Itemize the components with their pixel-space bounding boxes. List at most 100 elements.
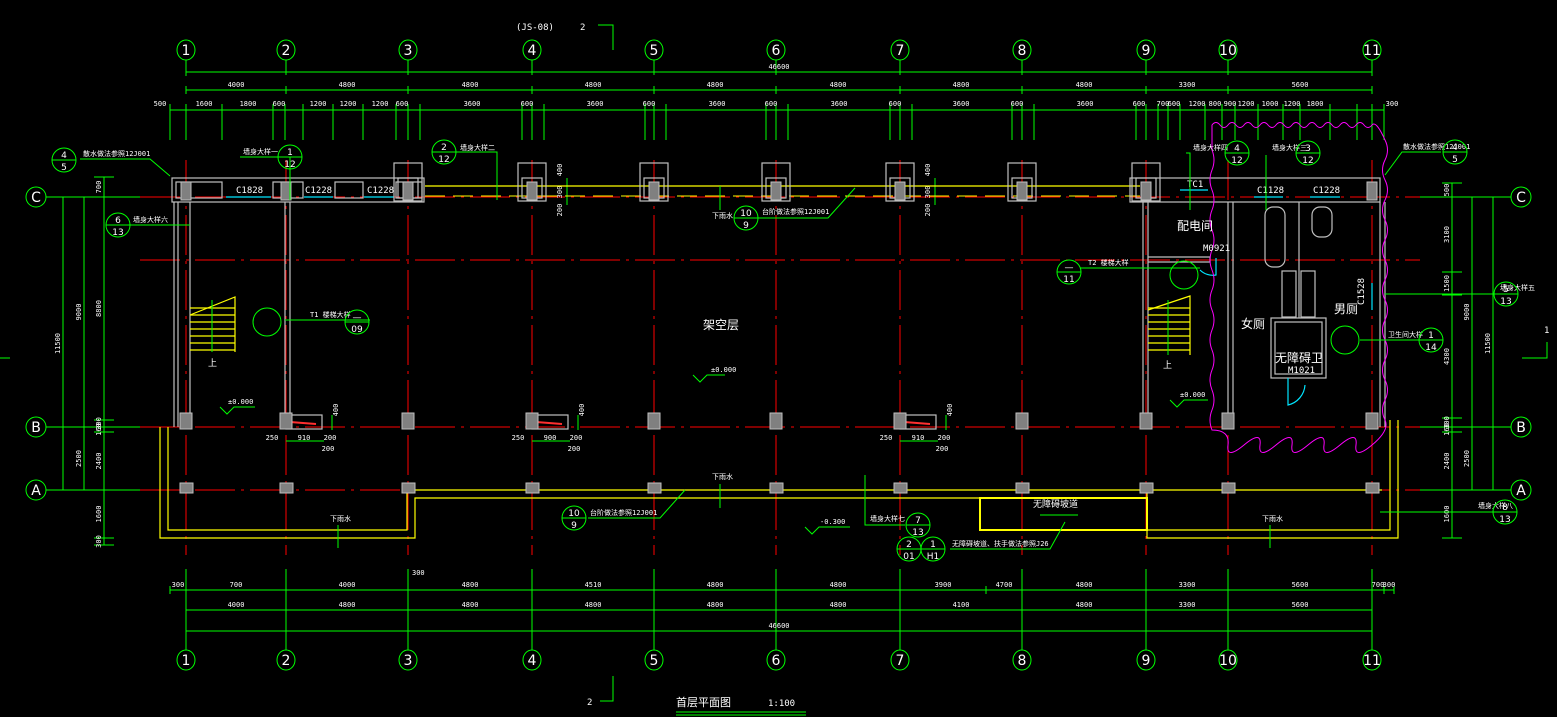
dim-text: 500 xyxy=(1443,184,1451,197)
detail-bubble-bottom: 13 xyxy=(912,528,923,538)
detail-bubble-top: 2 xyxy=(441,143,447,153)
room-label-women: 女厕 xyxy=(1241,316,1265,331)
dim-text: 1200 xyxy=(1284,100,1301,108)
dim-text: 400 xyxy=(332,404,340,417)
detail-bubble-top: 4 xyxy=(61,151,67,161)
column xyxy=(893,412,907,430)
dim-text: 300 xyxy=(172,581,185,589)
dim-text: 4800 xyxy=(830,581,847,589)
svg-text:±0.000: ±0.000 xyxy=(228,398,253,406)
dim-text: 4800 xyxy=(953,81,970,89)
detail-bubble-top: 1 xyxy=(1428,331,1434,341)
detail-bubble-top: 4 xyxy=(1234,144,1240,154)
fire-hydrant xyxy=(903,421,931,425)
dim-text: 1500 xyxy=(1443,275,1451,292)
dim-text: 4000 xyxy=(228,601,245,609)
dim-text: 4800 xyxy=(707,81,724,89)
dim-text: 11500 xyxy=(54,333,62,354)
pilaster xyxy=(1131,162,1161,202)
window-label: C1228 xyxy=(305,186,332,196)
dim-text: 800 xyxy=(1209,100,1222,108)
axis-label: B xyxy=(1516,420,1526,436)
column xyxy=(402,181,414,201)
svg-text:T2 楼梯大样: T2 楼梯大样 xyxy=(1088,258,1129,267)
detail-bubble-bottom: 5 xyxy=(1452,155,1458,165)
dim-text: 1600 xyxy=(1443,506,1451,523)
window-label: C1528 xyxy=(1357,278,1367,305)
column xyxy=(648,181,660,201)
axis-label: C xyxy=(1516,190,1526,206)
axis-label: 3 xyxy=(404,653,413,669)
column xyxy=(647,412,661,430)
dim-text: 200 xyxy=(924,204,932,217)
dim-text: 200 xyxy=(570,434,583,442)
axis-label: A xyxy=(31,483,41,499)
axis-label: 11 xyxy=(1363,43,1381,59)
dim-text: 500 xyxy=(154,100,167,108)
column xyxy=(525,412,539,430)
dim-text: 910 xyxy=(298,434,311,442)
dim-text: 910 xyxy=(912,434,925,442)
dim-text: 600 xyxy=(643,100,656,108)
column xyxy=(401,412,415,430)
room-label-main: 架空层 xyxy=(703,318,739,332)
detail-bubble-top: 8 xyxy=(1502,503,1508,513)
column xyxy=(1221,412,1235,430)
section-mark-bottom: 2 xyxy=(587,676,614,708)
dim-text: 700 xyxy=(1157,100,1170,108)
dim-text: 600 xyxy=(273,100,286,108)
dim-text: 400 xyxy=(946,404,954,417)
window-label: C1228 xyxy=(1313,186,1340,196)
dim-text: 250 xyxy=(880,434,893,442)
dim-text: 4100 xyxy=(953,601,970,609)
axis-label: B xyxy=(31,420,41,436)
svg-text:散水做法参照12J001: 散水做法参照12J001 xyxy=(83,149,150,158)
dim-text: 1200 xyxy=(310,100,327,108)
dim-text: 3600 xyxy=(953,100,970,108)
dim-text: 300 xyxy=(556,186,564,199)
dim-text: 1200 xyxy=(1238,100,1255,108)
column xyxy=(769,412,783,430)
svg-text:墙身大样六: 墙身大样六 xyxy=(133,215,168,224)
svg-text:下雨水: 下雨水 xyxy=(330,514,351,523)
revision-cloud xyxy=(1209,122,1388,453)
dim-text: 2500 xyxy=(1463,450,1471,467)
dim-text: 3600 xyxy=(1077,100,1094,108)
door-label: M0921 xyxy=(1203,244,1230,254)
dim-text: 3600 xyxy=(587,100,604,108)
svg-text:无障碍坡道、扶手做法参照J26: 无障碍坡道、扶手做法参照J26 xyxy=(952,539,1049,548)
column xyxy=(179,412,193,430)
dim-text: 5600 xyxy=(1292,581,1309,589)
elevation-mark-left: ±0.000 xyxy=(219,398,255,415)
door-label: M1021 xyxy=(1288,366,1315,376)
column xyxy=(279,482,294,494)
column xyxy=(1140,181,1152,201)
dim-text: 1200 xyxy=(340,100,357,108)
column xyxy=(1016,181,1028,201)
dim-text: 1600 xyxy=(196,100,213,108)
dim-text: 700 xyxy=(1372,581,1385,589)
stair-right: 上 xyxy=(1147,295,1191,371)
pilaster xyxy=(639,162,669,202)
column xyxy=(1365,412,1379,430)
dim-text: 5600 xyxy=(1292,601,1309,609)
room-label-electrical: 配电间 xyxy=(1177,219,1213,233)
svg-text:卫生间大样: 卫生间大样 xyxy=(1388,330,1423,339)
detail-bubble-top: 1 xyxy=(287,148,293,158)
dim-text: 4800 xyxy=(462,601,479,609)
svg-text:±0.000: ±0.000 xyxy=(711,366,736,374)
axis-label: 3 xyxy=(404,43,413,59)
dim-text: 2400 xyxy=(95,453,103,470)
axis-label: 8 xyxy=(1018,653,1027,669)
axis-label: 7 xyxy=(896,43,905,59)
dim-text: 11500 xyxy=(1484,333,1492,354)
svg-text:T1 楼梯大样: T1 楼梯大样 xyxy=(310,310,351,319)
detail-bubble-top: 6 xyxy=(115,216,121,226)
dim-text: 400 xyxy=(578,404,586,417)
detail-bubble-bottom: 13 xyxy=(112,228,123,238)
dim-text: 200 xyxy=(568,445,581,453)
turning-circle xyxy=(1169,260,1199,290)
column xyxy=(279,412,293,430)
section-mark-top: (JS-08) 2 xyxy=(516,23,614,50)
